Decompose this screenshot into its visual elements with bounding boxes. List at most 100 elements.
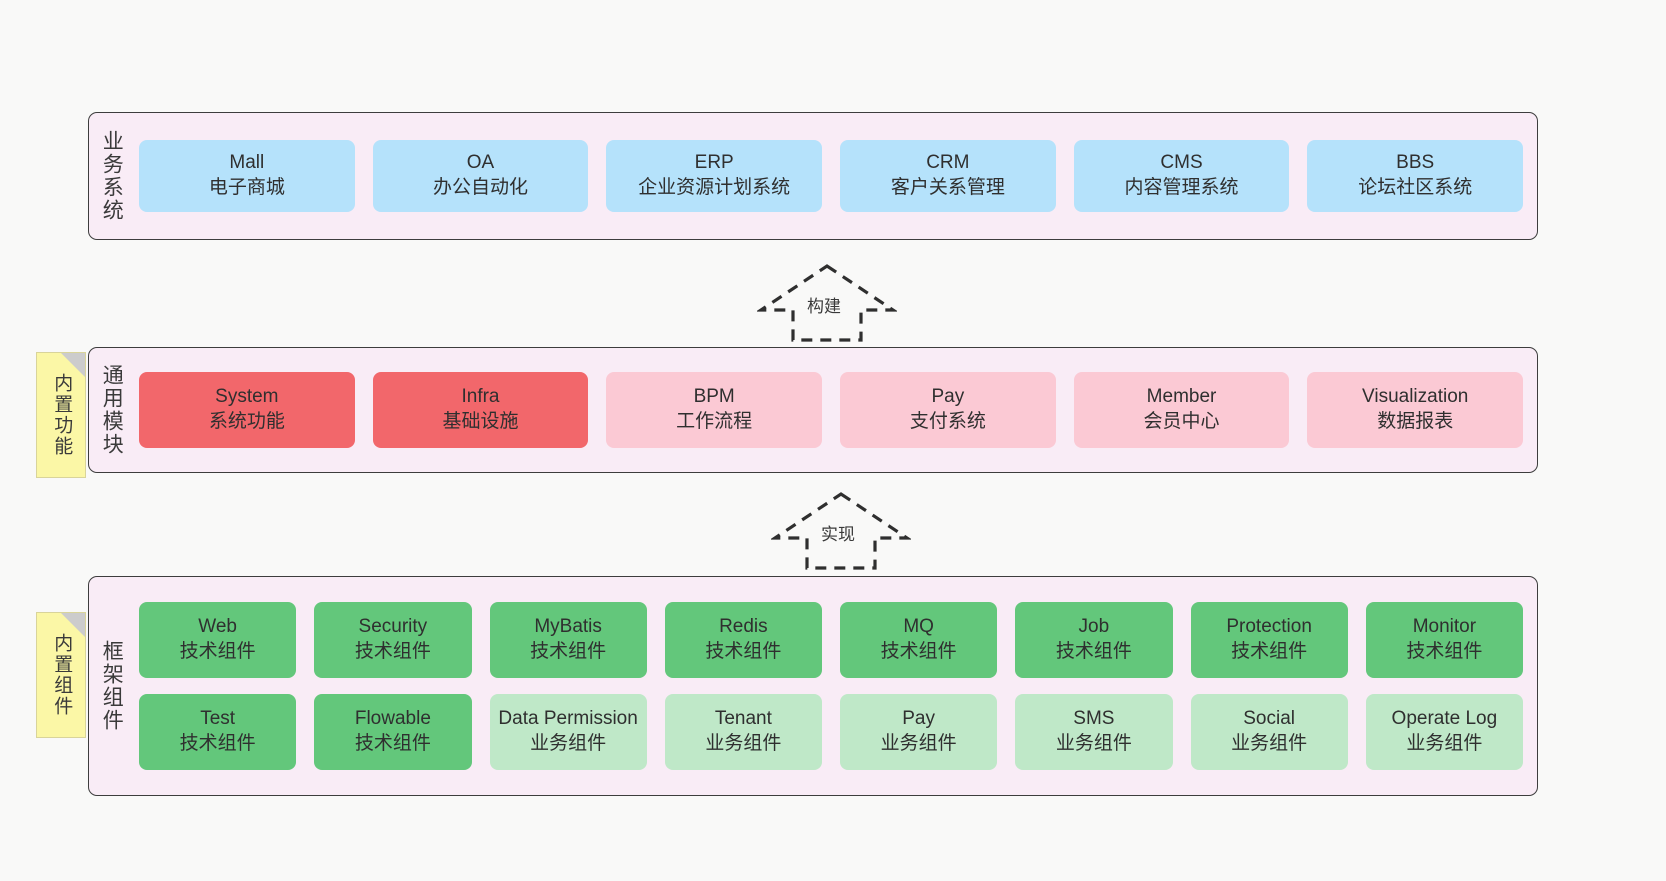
box-protection-subtitle: 技术组件 (1231, 641, 1308, 662)
row-business-apps: Mall 电子商城 OA 办公自动化 ERP 企业资源计划系统 CRM 客户关系… (139, 140, 1524, 212)
panel-body-business-system: Mall 电子商城 OA 办公自动化 ERP 企业资源计划系统 CRM 客户关系… (133, 113, 1537, 239)
box-crm-subtitle: 客户关系管理 (890, 177, 1005, 198)
box-social-subtitle: 业务组件 (1231, 733, 1308, 754)
note-builtin-function: 内置功能 (36, 352, 86, 478)
box-bpm-subtitle: 工作流程 (676, 411, 753, 432)
box-cms-title: CMS (1160, 152, 1203, 174)
box-web[interactable]: Web 技术组件 (139, 602, 297, 678)
box-sms[interactable]: SMS 业务组件 (1015, 694, 1173, 770)
box-test-title: Test (200, 708, 236, 730)
box-mybatis[interactable]: MyBatis 技术组件 (489, 602, 647, 678)
note-fold-icon (61, 353, 85, 377)
box-job-title: Job (1078, 616, 1110, 638)
box-infra[interactable]: Infra 基础设施 (372, 372, 589, 448)
box-member[interactable]: Member 会员中心 (1073, 372, 1290, 448)
box-infra-subtitle: 基础设施 (442, 411, 519, 432)
box-protection[interactable]: Protection 技术组件 (1190, 602, 1348, 678)
box-pay-module-title: Pay (931, 386, 965, 408)
box-web-subtitle: 技术组件 (179, 641, 256, 662)
box-crm-title: CRM (926, 152, 970, 174)
implement-arrow: 实现 (769, 490, 913, 570)
box-security-title: Security (358, 616, 428, 638)
box-pay-module[interactable]: Pay 支付系统 (840, 372, 1056, 448)
note-builtin-component-label: 内置组件 (51, 633, 73, 717)
box-job[interactable]: Job 技术组件 (1015, 602, 1173, 678)
box-mall[interactable]: Mall 电子商城 (139, 140, 355, 212)
note-fold-icon (61, 613, 85, 637)
box-erp[interactable]: ERP 企业资源计划系统 (606, 140, 823, 212)
row-business-components: Test 技术组件 Flowable 技术组件 Data Permission … (139, 694, 1523, 770)
box-member-subtitle: 会员中心 (1143, 411, 1220, 432)
box-operate-log[interactable]: Operate Log 业务组件 (1365, 694, 1523, 770)
box-pay-module-subtitle: 支付系统 (909, 411, 986, 432)
box-system-title: System (215, 386, 279, 408)
box-data-permission-title: Data Permission (498, 708, 638, 730)
box-oa-subtitle: 办公自动化 (433, 177, 529, 198)
box-tenant-subtitle: 业务组件 (705, 733, 782, 754)
box-mq-subtitle: 技术组件 (880, 641, 957, 662)
box-member-title: Member (1146, 386, 1217, 408)
note-builtin-component: 内置组件 (36, 612, 86, 738)
box-mybatis-title: MyBatis (534, 616, 602, 638)
box-mall-subtitle: 电子商城 (208, 177, 285, 198)
build-arrow: 构建 (755, 262, 899, 342)
panel-body-common-module: System 系统功能 Infra 基础设施 BPM 工作流程 Pay 支付系统… (133, 348, 1537, 472)
box-erp-title: ERP (694, 152, 734, 174)
implement-arrow-icon (769, 492, 913, 570)
box-sms-title: SMS (1073, 708, 1115, 730)
box-crm[interactable]: CRM 客户关系管理 (840, 140, 1056, 212)
box-oa-title: OA (466, 152, 495, 174)
panel-title-business-system: 业务系统 (100, 130, 124, 222)
box-redis-title: Redis (719, 616, 768, 638)
row-common-modules: System 系统功能 Infra 基础设施 BPM 工作流程 Pay 支付系统… (139, 372, 1524, 448)
box-system[interactable]: System 系统功能 (139, 372, 355, 448)
box-mall-title: Mall (229, 152, 265, 174)
box-sms-subtitle: 业务组件 (1055, 733, 1132, 754)
box-test[interactable]: Test 技术组件 (139, 694, 297, 770)
box-operate-log-title: Operate Log (1391, 708, 1498, 730)
box-monitor-title: Monitor (1412, 616, 1477, 638)
box-tenant[interactable]: Tenant 业务组件 (664, 694, 822, 770)
box-web-title: Web (198, 616, 237, 638)
box-bpm-title: BPM (693, 386, 735, 408)
box-monitor-subtitle: 技术组件 (1406, 641, 1483, 662)
box-mq-title: MQ (903, 616, 934, 638)
box-redis-subtitle: 技术组件 (705, 641, 782, 662)
note-builtin-function-label: 内置功能 (51, 373, 73, 457)
panel-title-framework-component: 框架组件 (100, 640, 124, 732)
box-pay-component-title: Pay (902, 708, 935, 730)
box-security[interactable]: Security 技术组件 (314, 602, 472, 678)
box-erp-subtitle: 企业资源计划系统 (638, 177, 791, 198)
box-flowable-title: Flowable (354, 708, 431, 730)
box-pay-component[interactable]: Pay 业务组件 (840, 694, 998, 770)
box-pay-component-subtitle: 业务组件 (880, 733, 957, 754)
box-flowable-subtitle: 技术组件 (354, 733, 431, 754)
implement-arrow-label: 实现 (819, 520, 857, 545)
box-visualization-title: Visualization (1362, 386, 1469, 408)
box-oa[interactable]: OA 办公自动化 (372, 140, 589, 212)
box-operate-log-subtitle: 业务组件 (1406, 733, 1483, 754)
box-data-permission-subtitle: 业务组件 (530, 733, 607, 754)
box-test-subtitle: 技术组件 (179, 733, 256, 754)
box-cms[interactable]: CMS 内容管理系统 (1073, 140, 1290, 212)
box-data-permission[interactable]: Data Permission 业务组件 (489, 694, 647, 770)
box-bpm[interactable]: BPM 工作流程 (606, 372, 823, 448)
box-visualization[interactable]: Visualization 数据报表 (1307, 372, 1524, 448)
row-tech-components: Web 技术组件 Security 技术组件 MyBatis 技术组件 Redi… (139, 602, 1523, 678)
box-security-subtitle: 技术组件 (354, 641, 431, 662)
box-monitor[interactable]: Monitor 技术组件 (1365, 602, 1523, 678)
box-job-subtitle: 技术组件 (1055, 641, 1132, 662)
panel-common-module: 通用模块 System 系统功能 Infra 基础设施 BPM 工作流程 Pay… (88, 347, 1538, 473)
box-mybatis-subtitle: 技术组件 (530, 641, 607, 662)
panel-business-system: 业务系统 Mall 电子商城 OA 办公自动化 ERP 企业资源计划系统 CRM… (88, 112, 1538, 240)
box-flowable[interactable]: Flowable 技术组件 (314, 694, 472, 770)
box-mq[interactable]: MQ 技术组件 (840, 602, 998, 678)
box-tenant-title: Tenant (714, 708, 772, 730)
panel-title-common-module: 通用模块 (100, 364, 124, 456)
box-visualization-subtitle: 数据报表 (1377, 411, 1454, 432)
box-redis[interactable]: Redis 技术组件 (664, 602, 822, 678)
box-social[interactable]: Social 业务组件 (1190, 694, 1348, 770)
box-cms-subtitle: 内容管理系统 (1124, 177, 1239, 198)
panel-body-framework-component: Web 技术组件 Security 技术组件 MyBatis 技术组件 Redi… (133, 577, 1537, 795)
box-bbs[interactable]: BBS 论坛社区系统 (1307, 140, 1524, 212)
